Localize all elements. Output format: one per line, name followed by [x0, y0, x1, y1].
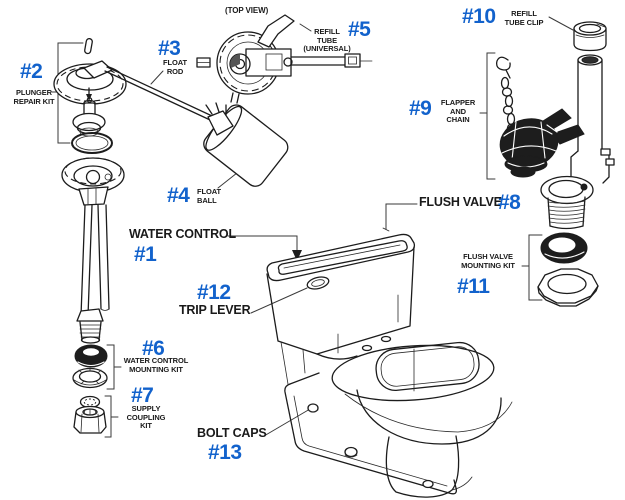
toilet-drawing [266, 227, 513, 498]
ballcock-top-view-drawing [196, 14, 373, 104]
part-7-label: SUPPLY COUPLING KIT [126, 404, 166, 430]
part-8-label: FLUSH VALVE [419, 195, 502, 209]
float-rod-pointer [150, 70, 164, 85]
float-ball-drawing [203, 102, 289, 187]
flush-valve-drawing [540, 54, 615, 230]
part-3-number[interactable]: #3 [158, 37, 181, 60]
part-13-label: BOLT CAPS [197, 426, 267, 440]
fv-mounting-bracket [521, 234, 543, 301]
part-8-number[interactable]: #8 [498, 191, 521, 214]
part-4-label: FLOAT BALL [197, 187, 221, 205]
bolt-caps-pointer [263, 408, 311, 437]
part-5-label: REFILL TUBE (UNIVERSAL) [303, 27, 351, 53]
part-12-number[interactable]: #12 [197, 281, 231, 304]
part-3-label: FLOAT ROD [163, 58, 187, 76]
water-control-body-drawing [76, 186, 110, 344]
part-10-label: REFILL TUBE CLIP [504, 9, 544, 27]
refill-tube-clip-drawing [573, 21, 607, 52]
part-1-label: WATER CONTROL [129, 227, 236, 241]
flush-valve-pointer [385, 203, 418, 230]
refill-clip-pointer [548, 16, 574, 31]
part-4-number[interactable]: #4 [167, 184, 190, 207]
part-6-label: WATER CONTROL MOUNTING KIT [123, 356, 189, 374]
wc-mounting-bracket [106, 344, 122, 390]
part-11-number[interactable]: #11 [457, 275, 490, 298]
flush-valve-mounting-kit-drawing [537, 232, 599, 307]
part-13-number[interactable]: #13 [208, 441, 242, 464]
top-view-annotation: (TOP VIEW) [225, 6, 269, 15]
part-9-label: FLAPPER AND CHAIN [440, 98, 476, 124]
part-1-number[interactable]: #1 [134, 243, 157, 266]
plunger-repair-kit-drawing [53, 38, 127, 193]
part-2-label: PLUNGER REPAIR KIT [13, 88, 55, 106]
part-9-number[interactable]: #9 [409, 97, 432, 120]
water-control-pointer [227, 235, 298, 252]
part-2-number[interactable]: #2 [20, 60, 43, 83]
water-control-arrow [292, 250, 302, 261]
callout-lines [51, 16, 574, 438]
part-12-label: TRIP LEVER [179, 303, 251, 317]
part-6-number[interactable]: #6 [142, 337, 165, 360]
trip-lever-drawing [306, 276, 330, 290]
trip-lever-pointer [250, 287, 308, 314]
part-10-number[interactable]: #10 [462, 5, 496, 28]
flapper-bracket [479, 52, 496, 180]
bolt-caps-drawing [307, 403, 434, 489]
supply-coupling-kit-drawing [73, 395, 107, 434]
part-5-number[interactable]: #5 [348, 18, 371, 41]
part-7-number[interactable]: #7 [131, 384, 154, 407]
supply-coupling-bracket [104, 395, 119, 438]
refill-tube-pointer [299, 23, 312, 32]
float-rod-drawing [104, 66, 226, 127]
water-control-mounting-kit-drawing [72, 344, 108, 389]
part-11-label: FLUSH VALVE MOUNTING KIT [461, 252, 515, 270]
flapper-chain-drawing [496, 56, 585, 178]
